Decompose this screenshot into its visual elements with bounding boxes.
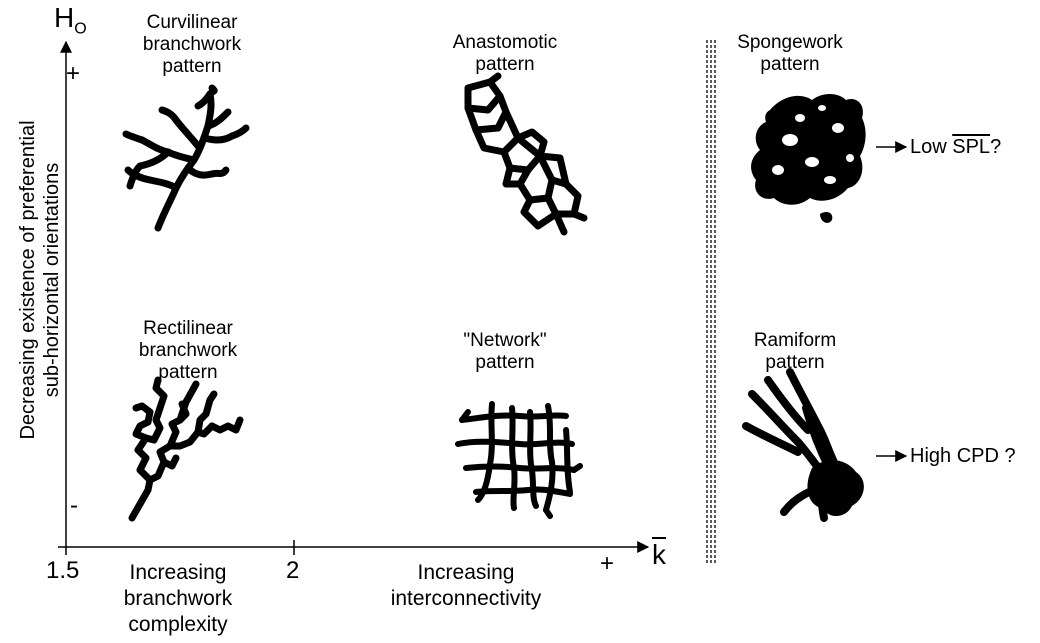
network-drawing: [455, 401, 583, 519]
ramiform-drawing: [742, 368, 864, 522]
y-axis-label: Decreasing existence of preferential sub…: [17, 120, 63, 440]
pattern-label-network: "Network" pattern: [463, 330, 547, 373]
x-axis-symbol: k: [652, 539, 666, 570]
y-plus-sign: +: [66, 60, 81, 87]
x-tick-1-label: 1.5: [46, 557, 80, 584]
x-plus-sign: +: [600, 550, 615, 577]
x-tick-2-label: 2: [286, 557, 300, 584]
spongework-note-suffix: ?: [990, 136, 1002, 158]
y-minus-sign: -: [70, 492, 78, 519]
rectilinear-branchwork-drawing: [128, 376, 244, 522]
x-range-label-interconnectivity: Increasing interconnectivity: [390, 561, 542, 610]
y-axis-subscript: O: [74, 20, 87, 38]
pattern-label-spongework: Spongework pattern: [737, 32, 843, 75]
spongework-drawing: [751, 94, 866, 223]
pattern-label-rectilinear: Rectilinear branchwork pattern: [138, 318, 238, 383]
spongework-note-metric: SPL: [952, 136, 991, 158]
anastomotic-drawing: [464, 72, 588, 236]
curvilinear-branchwork-drawing: [122, 84, 250, 232]
pattern-label-anastomotic: Anastomotic pattern: [452, 32, 558, 75]
separator-dashed-line: [706, 40, 716, 565]
ramiform-note: High CPD ?: [910, 445, 1016, 467]
spongework-note-prefix: Low: [910, 136, 953, 158]
x-range-label-branchwork: Increasing branchwork complexity: [123, 561, 233, 636]
pattern-label-curvilinear: Curvilinear branchwork pattern: [142, 12, 242, 77]
spongework-note: Low SPL?: [910, 136, 1001, 158]
y-axis-symbol: HO: [54, 2, 87, 38]
pattern-label-ramiform: Ramiform pattern: [753, 330, 837, 373]
